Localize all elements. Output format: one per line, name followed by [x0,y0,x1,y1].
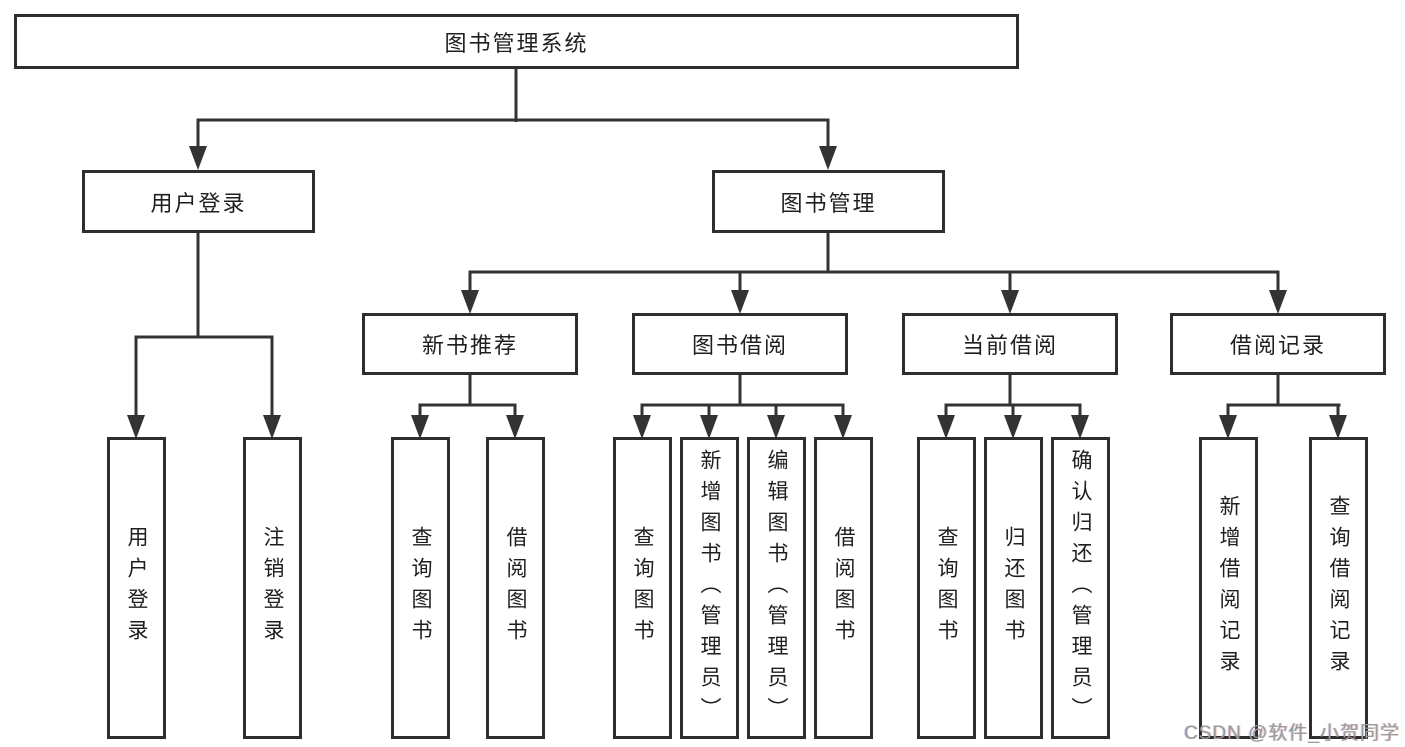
node-current-borrowing: 当前借阅 [902,313,1118,375]
leaf-query-books-current: 查询图书 [917,437,976,739]
arrowhead-icons [127,146,1347,439]
node-new-book-recommendation: 新书推荐 [362,313,578,375]
node-borrowing-records: 借阅记录 [1170,313,1386,375]
leaf-add-book-admin: 新增图书（管理员） [680,437,739,739]
node-book-borrowing: 图书借阅 [632,313,848,375]
node-user-login: 用户登录 [82,170,315,233]
leaf-label: 新增图书（管理员） [698,448,721,728]
leaf-label: 用户登录 [125,526,148,650]
leaf-label: 归还图书 [1002,526,1025,650]
leaf-label: 查询图书 [935,526,958,650]
leaf-label: 借阅图书 [832,526,855,650]
leaf-query-borrow-record: 查询借阅记录 [1309,437,1368,739]
leaf-label: 查询图书 [409,526,432,650]
leaf-query-books-borrow: 查询图书 [613,437,672,739]
leaf-query-books-recommend: 查询图书 [391,437,450,739]
leaf-borrow-books-recommend: 借阅图书 [486,437,545,739]
node-root: 图书管理系统 [14,14,1019,69]
leaf-label: 查询借阅记录 [1327,495,1350,681]
leaf-edit-book-admin: 编辑图书（管理员） [747,437,806,739]
leaf-user-login: 用户登录 [107,437,166,739]
leaf-label: 借阅图书 [504,526,527,650]
leaf-logout-login: 注销登录 [243,437,302,739]
leaf-label: 确认归还（管理员） [1069,448,1092,728]
node-book-management: 图书管理 [712,170,945,233]
leaf-borrow-books-borrow: 借阅图书 [814,437,873,739]
leaf-label: 编辑图书（管理员） [765,448,788,728]
leaf-confirm-return-admin: 确认归还（管理员） [1051,437,1110,739]
leaf-label: 注销登录 [261,526,284,650]
watermark: CSDN @软件_小贺同学 [1184,723,1400,744]
leaf-label: 查询图书 [631,526,654,650]
leaf-return-book: 归还图书 [984,437,1043,739]
leaf-add-borrow-record: 新增借阅记录 [1199,437,1258,739]
leaf-label: 新增借阅记录 [1217,495,1240,681]
